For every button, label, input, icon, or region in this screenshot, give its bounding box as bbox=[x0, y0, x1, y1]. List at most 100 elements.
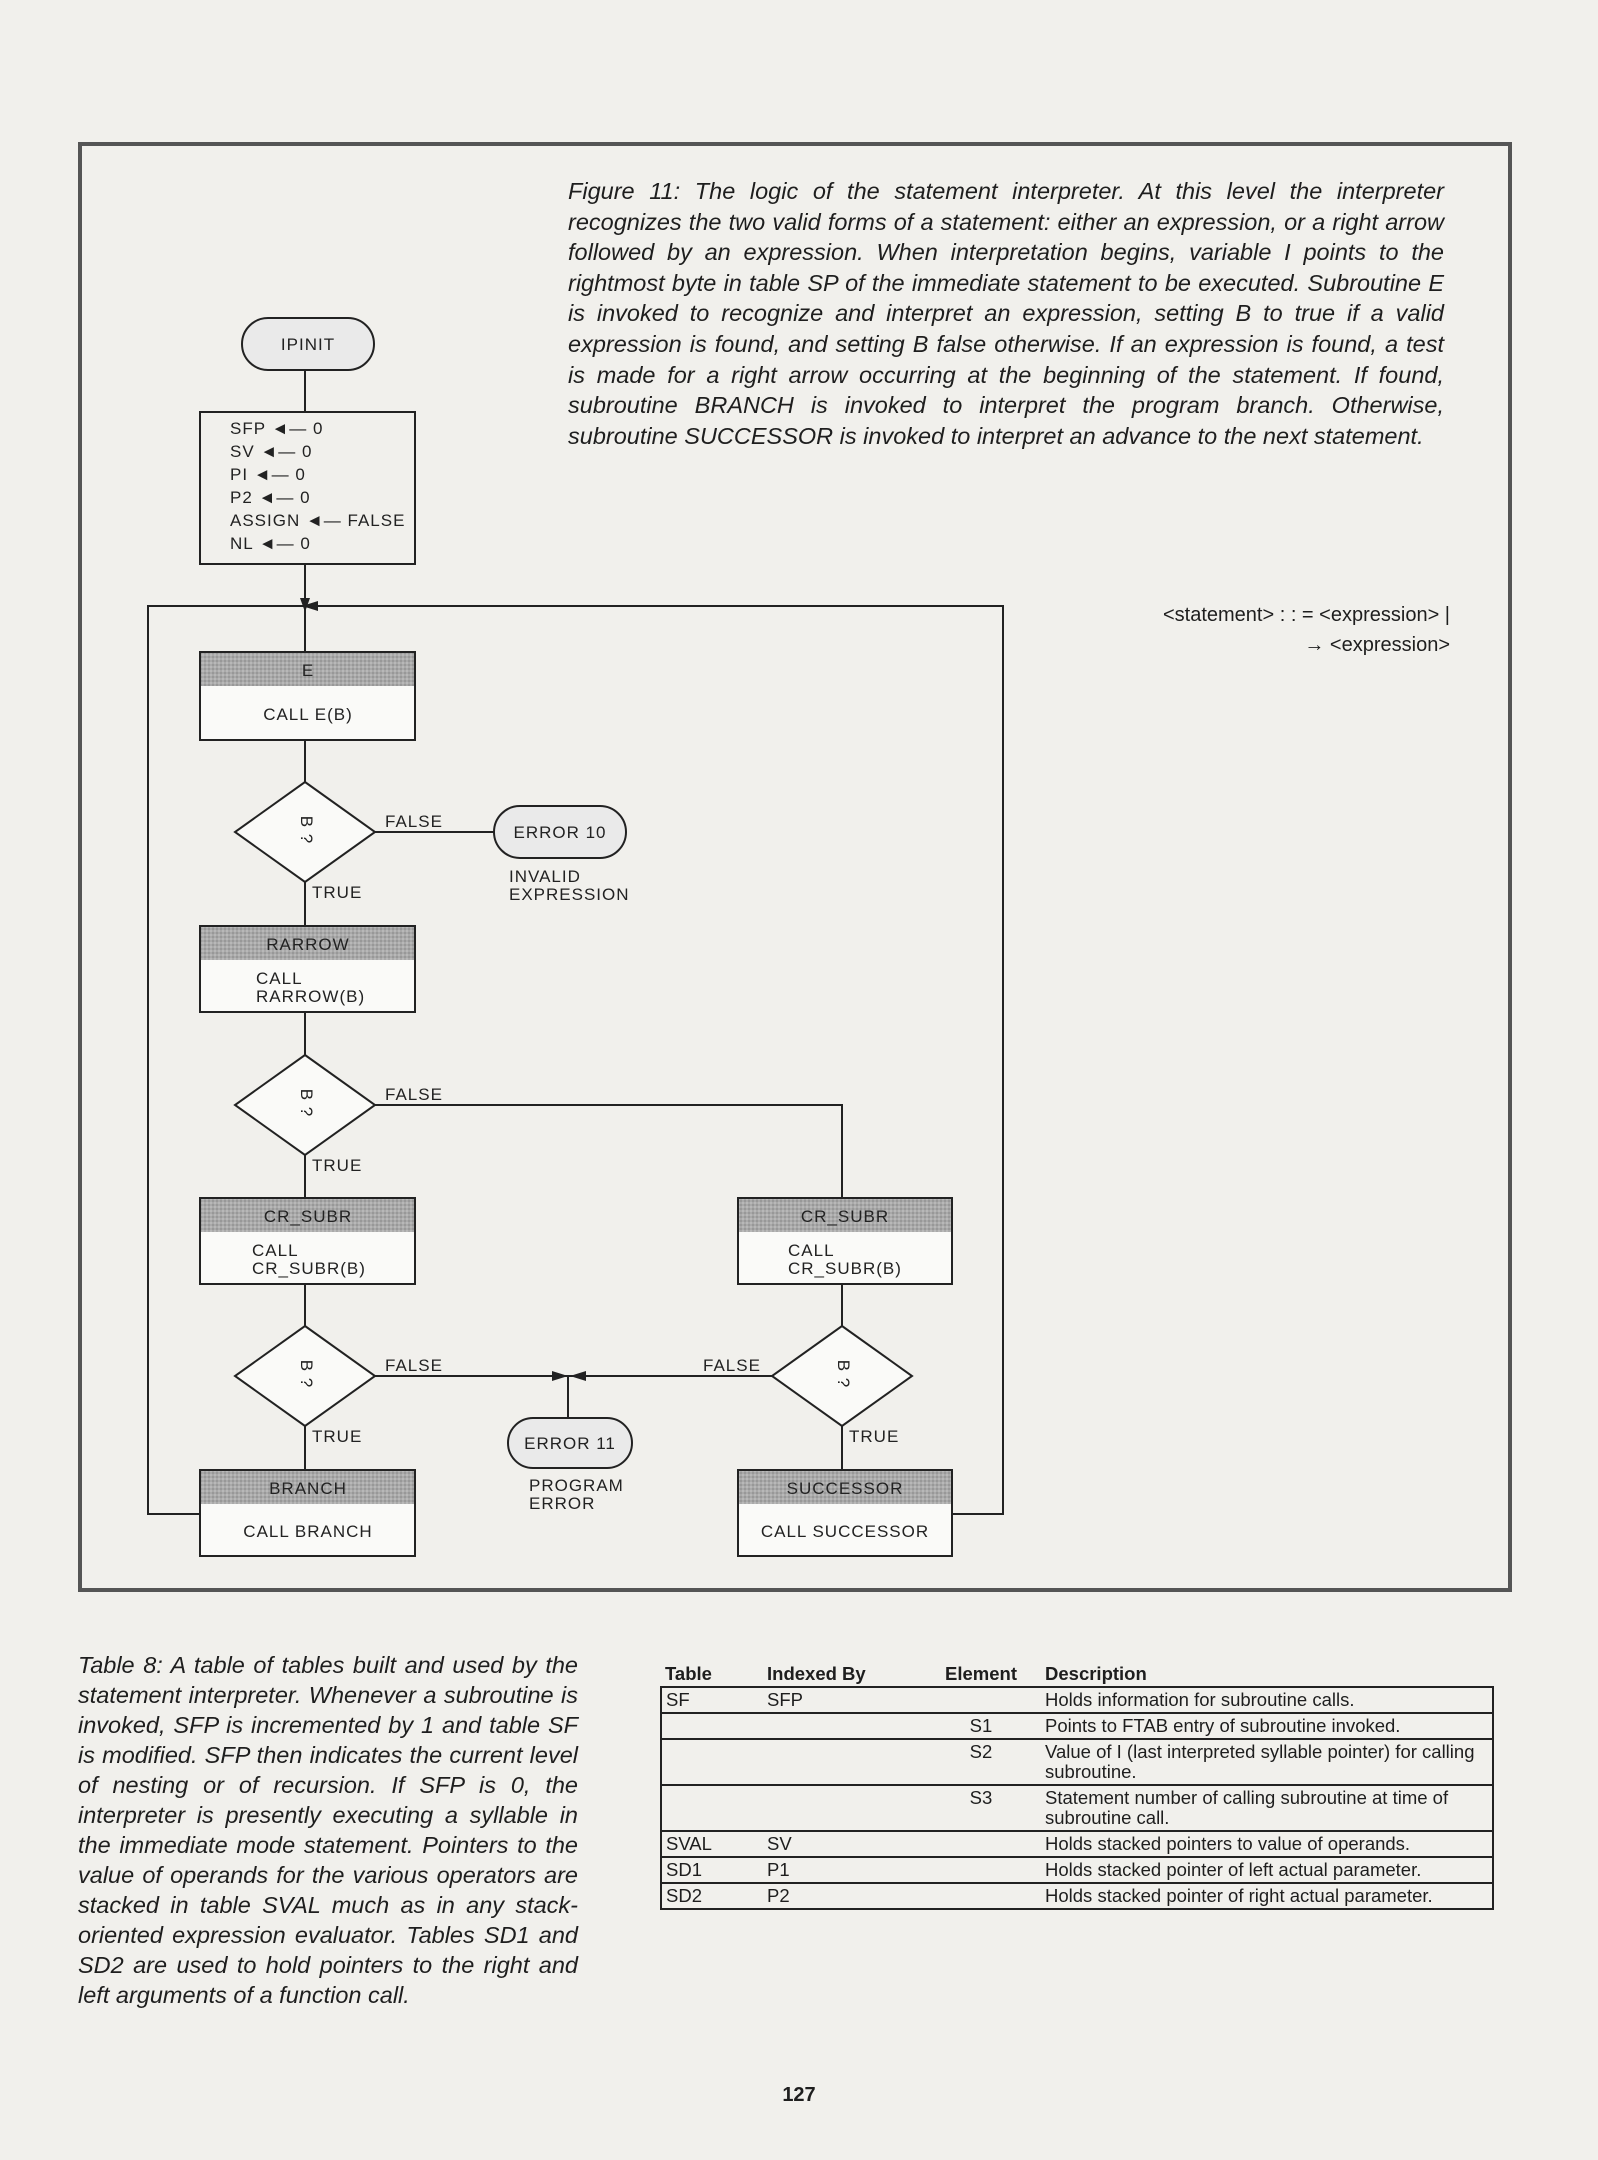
table-row: SD1 P1 Holds stacked pointer of left act… bbox=[660, 1857, 1494, 1883]
ipinit-label: IPINIT bbox=[281, 335, 335, 354]
figure-frame bbox=[78, 142, 1512, 1592]
cell-description: Points to FTAB entry of subroutine invok… bbox=[1041, 1713, 1494, 1739]
col-header-description: Description bbox=[1045, 1663, 1147, 1684]
init-box bbox=[199, 411, 416, 565]
decision-2-true: TRUE bbox=[312, 1156, 362, 1175]
decision-4 bbox=[770, 1324, 914, 1428]
cell-indexed-by: SV bbox=[767, 1833, 792, 1854]
table-row: SVAL SV Holds stacked pointers to value … bbox=[660, 1831, 1494, 1857]
table-row: S3 Statement number of calling subroutin… bbox=[660, 1785, 1494, 1831]
proc-crsubr-left-body: CALL bbox=[252, 1241, 299, 1260]
cell-element bbox=[921, 1857, 1041, 1883]
error11-label: ERROR 11 bbox=[524, 1434, 616, 1453]
error10-note: INVALID bbox=[509, 867, 581, 886]
error11-terminal bbox=[507, 1417, 633, 1469]
decision-2 bbox=[233, 1053, 377, 1157]
statement-grammar: <statement> : : = <expression> | → <expr… bbox=[1090, 600, 1450, 660]
cell-table bbox=[660, 1739, 763, 1785]
error11-note: PROGRAM bbox=[529, 1476, 624, 1495]
figure-caption: Figure 11: The logic of the statement in… bbox=[568, 178, 1444, 449]
proc-crsubr-right-header: CR_SUBR bbox=[801, 1207, 889, 1226]
proc-branch-header: BRANCH bbox=[269, 1479, 347, 1498]
cell-description: Holds stacked pointers to value of opera… bbox=[1041, 1831, 1494, 1857]
cell-description: Holds information for subroutine calls. bbox=[1041, 1687, 1494, 1713]
error11-note: ERROR bbox=[529, 1494, 595, 1513]
cell-indexed-by: P1 bbox=[767, 1859, 790, 1880]
proc-e-header-band bbox=[201, 653, 414, 686]
table-row: S2 Value of I (last interpreted syllable… bbox=[660, 1739, 1494, 1785]
decision-1 bbox=[233, 780, 377, 884]
decision-3-label: B ? bbox=[297, 1360, 316, 1389]
proc-successor-header-band bbox=[739, 1471, 951, 1504]
cell-element bbox=[921, 1883, 1041, 1909]
init-line: SV ◄— 0 bbox=[230, 442, 312, 461]
cell-table bbox=[660, 1713, 763, 1739]
proc-crsubr-right-header-band bbox=[739, 1199, 951, 1232]
proc-branch-body: CALL BRANCH bbox=[243, 1522, 372, 1541]
cell-description: Holds stacked pointer of left actual par… bbox=[1041, 1857, 1494, 1883]
proc-successor-header: SUCCESSOR bbox=[787, 1479, 904, 1498]
decision-1-label: B ? bbox=[297, 816, 316, 845]
init-line: P2 ◄— 0 bbox=[230, 488, 311, 507]
proc-crsubr-left-header-band bbox=[201, 1199, 414, 1232]
statement-interpreter-flowchart: IPINIT SFP ◄— 0 SV ◄— 0 PI ◄— 0 P2 ◄— 0 … bbox=[78, 142, 1512, 1592]
grammar-line-1: <statement> : : = <expression> | bbox=[1162, 604, 1450, 626]
proc-crsubr-left-header: CR_SUBR bbox=[264, 1207, 352, 1226]
decision-3-true: TRUE bbox=[312, 1427, 362, 1446]
cell-table: SD2 bbox=[660, 1883, 763, 1909]
proc-crsubr-left-body: CR_SUBR(B) bbox=[252, 1259, 366, 1278]
ipinit-terminal bbox=[241, 317, 375, 371]
cell-table: SD1 bbox=[660, 1857, 763, 1883]
cell-element bbox=[921, 1831, 1041, 1857]
table-row: SD2 P2 Holds stacked pointer of right ac… bbox=[660, 1883, 1494, 1909]
decision-1-true: TRUE bbox=[312, 883, 362, 902]
cell-description: Value of I (last interpreted syllable po… bbox=[1041, 1739, 1494, 1785]
cell-indexed-by: SFP bbox=[767, 1689, 803, 1710]
decision-2-false: FALSE bbox=[385, 1085, 443, 1104]
init-line: SFP ◄— 0 bbox=[230, 419, 323, 438]
cell-indexed-by bbox=[763, 1785, 921, 1831]
cell-element: S2 bbox=[969, 1741, 993, 1762]
error10-label: ERROR 10 bbox=[513, 823, 606, 842]
col-header-element: Element bbox=[945, 1663, 1017, 1684]
proc-crsubr-right-body: CALL bbox=[788, 1241, 835, 1260]
table-header-row: Table Indexed By Element Description bbox=[661, 1658, 1493, 1687]
decision-2-label: B ? bbox=[297, 1089, 316, 1118]
init-line: NL ◄— 0 bbox=[230, 534, 311, 553]
proc-rarrow-body: CALL bbox=[256, 969, 303, 988]
proc-e-body: CALL E(B) bbox=[263, 705, 353, 724]
cell-element: S3 bbox=[969, 1787, 993, 1808]
init-line: PI ◄— 0 bbox=[230, 465, 306, 484]
cell-element bbox=[921, 1687, 1041, 1713]
table-caption: Table 8: A table of tables built and use… bbox=[78, 1652, 578, 2008]
table-of-tables: Table Indexed By Element Description SF … bbox=[660, 1658, 1494, 1910]
decision-4-false: FALSE bbox=[703, 1356, 761, 1375]
init-line: ASSIGN ◄— FALSE bbox=[230, 511, 405, 530]
proc-rarrow-body: RARROW(B) bbox=[256, 987, 365, 1006]
proc-e-header: E bbox=[302, 661, 314, 680]
decision-1-false: FALSE bbox=[385, 812, 443, 831]
proc-branch-header-band bbox=[201, 1471, 414, 1504]
cell-table: SVAL bbox=[660, 1831, 763, 1857]
cell-indexed-by: P2 bbox=[767, 1885, 790, 1906]
decision-3 bbox=[233, 1324, 377, 1428]
cell-indexed-by bbox=[763, 1739, 921, 1785]
decision-4-label: B ? bbox=[834, 1360, 853, 1389]
error10-terminal bbox=[493, 805, 627, 859]
cell-indexed-by bbox=[763, 1713, 921, 1739]
proc-successor-body: CALL SUCCESSOR bbox=[761, 1522, 929, 1541]
proc-crsubr-right-body: CR_SUBR(B) bbox=[788, 1259, 902, 1278]
cell-element: S1 bbox=[969, 1715, 993, 1736]
grammar-line-2: → <expression> bbox=[1304, 634, 1450, 656]
cell-table bbox=[660, 1785, 763, 1831]
decision-3-false: FALSE bbox=[385, 1356, 443, 1375]
decision-4-true: TRUE bbox=[849, 1427, 899, 1446]
table-row: S1 Points to FTAB entry of subroutine in… bbox=[660, 1713, 1494, 1739]
cell-table: SF bbox=[660, 1687, 763, 1713]
proc-rarrow-header-band bbox=[201, 927, 414, 960]
error10-note: EXPRESSION bbox=[509, 885, 630, 904]
flow-arrowheads bbox=[300, 598, 586, 1381]
cell-description: Statement number of calling subroutine a… bbox=[1041, 1785, 1494, 1831]
col-header-indexed-by: Indexed By bbox=[767, 1663, 866, 1684]
col-header-table: Table bbox=[665, 1663, 712, 1684]
